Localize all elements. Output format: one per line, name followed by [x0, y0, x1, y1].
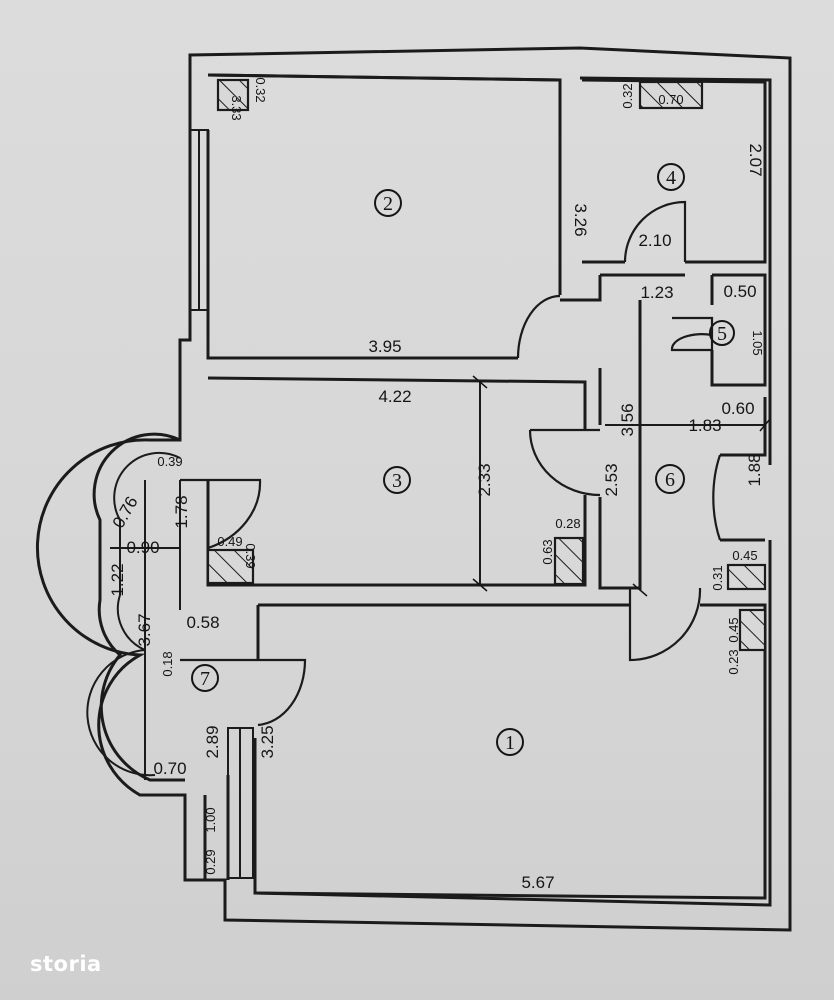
door-room-1: [628, 587, 702, 662]
dim-room1-width: 5.67: [521, 873, 554, 892]
column-bay: [206, 548, 255, 585]
room-label-6: 6: [655, 464, 685, 494]
column-room-3: [553, 536, 585, 586]
dim-room5-width: 0.50: [723, 282, 756, 301]
dim-bay-col-h: 0.39: [243, 543, 258, 568]
dim-room6-side: 0.60: [721, 399, 754, 418]
dim-room6-column-w: 0.45: [732, 548, 757, 563]
door-room-7-lower: [180, 658, 307, 727]
svg-text:1: 1: [505, 732, 515, 754]
dim-room6-column-h: 0.31: [710, 565, 725, 590]
dim-room1-column-w: 0.23: [726, 649, 741, 674]
dim-room1-height: 3.25: [258, 725, 277, 758]
room-5-wall: [710, 273, 767, 387]
dim-room6-height: 3.56: [618, 403, 637, 436]
dim-room7-e: 1.00: [203, 807, 218, 832]
column-room-1: [738, 608, 767, 652]
dim-room3-column-w: 0.28: [555, 516, 580, 531]
room-label-4: 4: [657, 163, 685, 191]
room-1-wall: [253, 603, 767, 900]
door-room-3: [528, 428, 601, 497]
dim-room3-width: 4.22: [378, 387, 411, 406]
dim-bay-col-w: 0.49: [217, 534, 242, 549]
dim-bay-c: 0.90: [126, 538, 159, 557]
room-label-3: 3: [383, 466, 411, 494]
column-room-4: [638, 80, 704, 110]
column-room-2: [216, 78, 250, 112]
dim-room3-column-h: 0.63: [540, 539, 555, 564]
dim-room6-height2: 2.53: [602, 463, 621, 496]
door-room-6: [712, 454, 722, 541]
dim-room2-column-side: 0.32: [253, 77, 268, 102]
dim-room7-a: 0.58: [186, 613, 219, 632]
svg-text:7: 7: [200, 668, 210, 690]
dim-bay-a: 0.39: [157, 454, 182, 469]
room-label-1: 1: [496, 728, 524, 756]
dim-room4-height: 2.07: [746, 143, 765, 176]
dim-room7-d: 2.89: [203, 725, 222, 758]
dim-room7-height: 3.67: [135, 613, 154, 646]
storia-logo: storia: [30, 952, 102, 976]
dim-room5-side: 1.05: [750, 330, 765, 355]
room-2-wall: [206, 73, 562, 360]
dim-room4-column-side: 0.32: [620, 83, 635, 108]
dim-room6-width: 1.83: [688, 416, 721, 435]
dim-room2-column: 3.33: [229, 95, 244, 120]
dim-room7-c: 0.70: [153, 759, 186, 778]
svg-text:3: 3: [392, 470, 402, 492]
svg-text:6: 6: [665, 469, 675, 491]
door-room-2: [516, 294, 561, 359]
door-room-4: [623, 200, 687, 263]
dim-room3-height: 2.33: [475, 463, 494, 496]
door-room-5: [670, 316, 714, 352]
outer-wall: [35, 46, 792, 932]
svg-text:2: 2: [383, 193, 393, 215]
svg-text:5: 5: [717, 323, 727, 345]
dim-room7-f: 0.29: [203, 849, 218, 874]
door-room-7-upper: [180, 478, 262, 550]
dim-room4-door: 2.10: [638, 231, 671, 250]
svg-text:4: 4: [666, 167, 676, 189]
dim-room2-width: 3.95: [368, 337, 401, 356]
dim-hall-top: 1.23: [640, 283, 673, 302]
room-6-wall: [720, 397, 767, 542]
dim-room7-b: 0.18: [160, 651, 175, 676]
dim-room1-column-h: 0.45: [726, 617, 741, 642]
dim-bay-b: 1.78: [172, 495, 191, 528]
dim-room2-height: 3.26: [571, 203, 590, 236]
room-label-5: 5: [709, 320, 735, 346]
room-3-wall: [206, 376, 587, 587]
room-label-7: 7: [191, 664, 219, 692]
dim-bay-d: 1.22: [108, 563, 127, 596]
balcony-bay: [92, 432, 185, 782]
room-label-2: 2: [374, 189, 402, 217]
dim-room6-right: 1.88: [745, 453, 764, 486]
dim-room4-column: 0.70: [658, 92, 683, 107]
column-room-6: [726, 563, 767, 591]
